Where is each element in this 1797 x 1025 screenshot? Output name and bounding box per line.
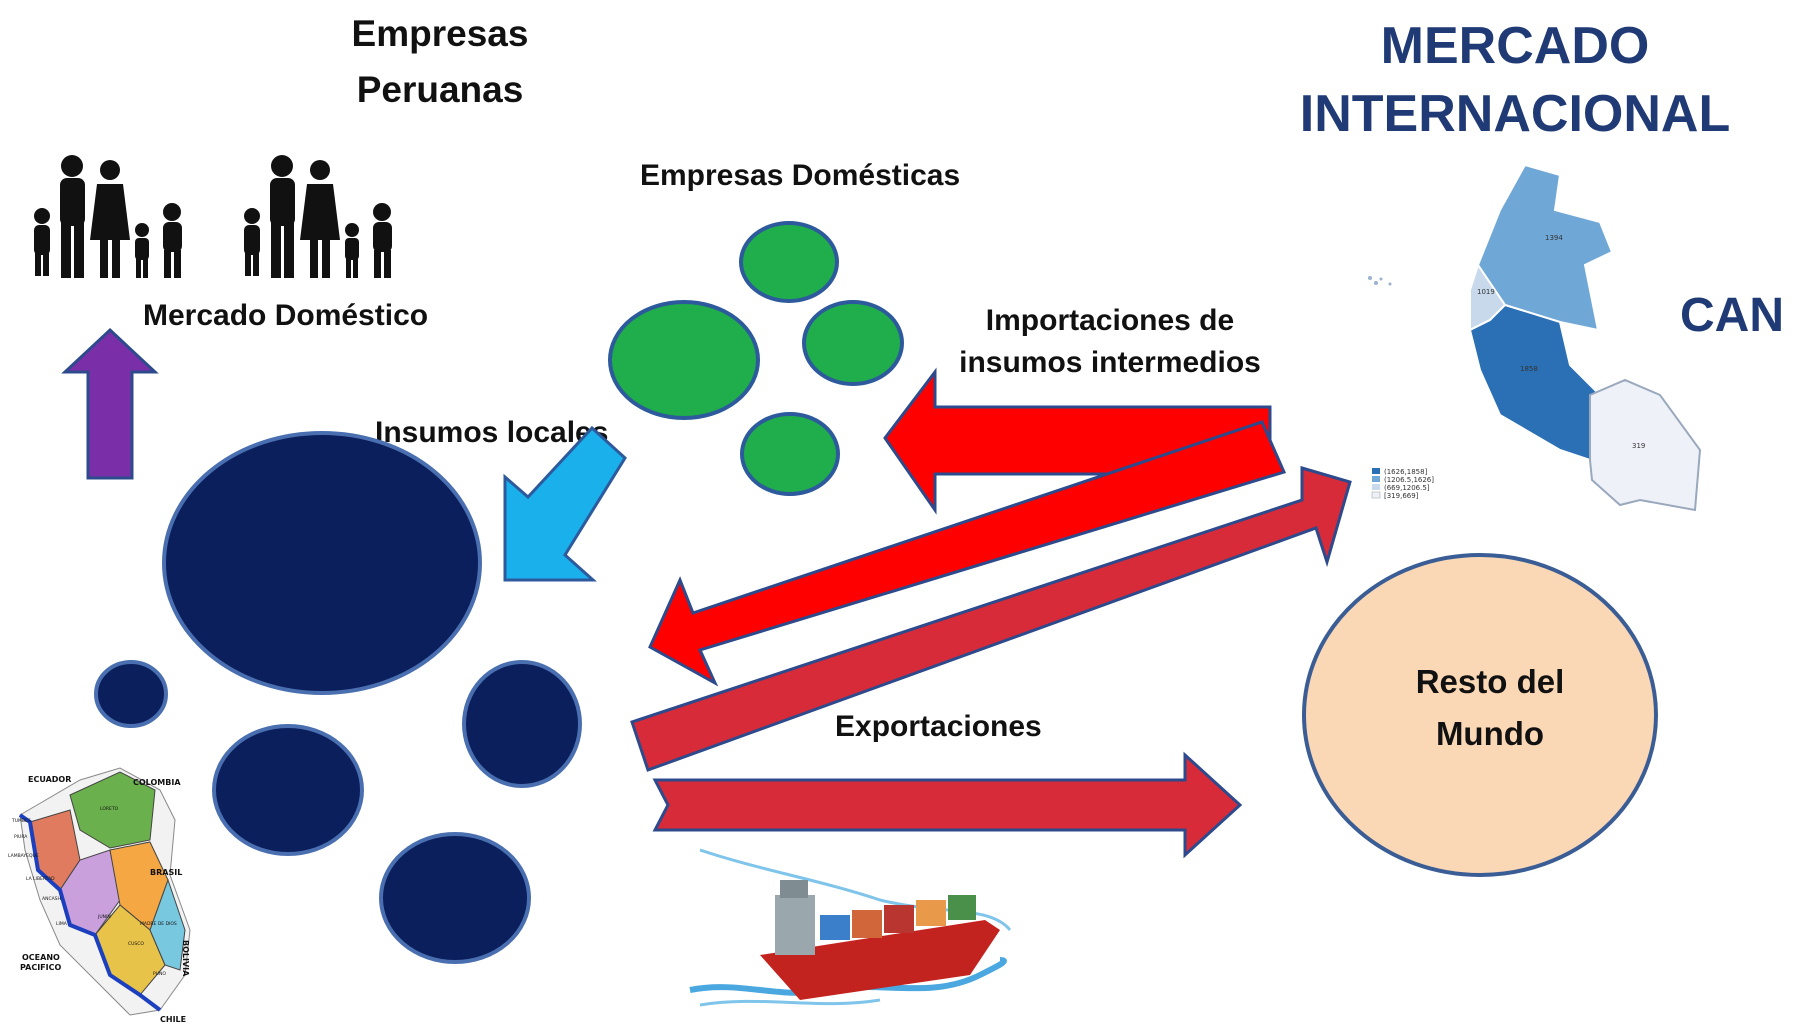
can-value-bolivia: 319: [1632, 442, 1645, 450]
imports-diagonal-arrow: [648, 420, 1287, 687]
peru-label-brasil: BRASIL: [150, 868, 182, 877]
dept-tumbes: TUMBES: [11, 818, 31, 824]
legend-1: (1626,1858]: [1384, 468, 1428, 476]
resto-line2: Mundo: [1436, 715, 1544, 752]
navy-firm-bottom: [379, 832, 531, 964]
can-value-ecuador: 1019: [1477, 288, 1495, 296]
exports-diagonal-arrow: [630, 466, 1352, 772]
green-firm-4: [740, 412, 840, 496]
ship-hull: [760, 920, 1000, 1000]
insumos-locales-arrow: [503, 425, 627, 582]
mercado-domestico-label: Mercado Doméstico: [143, 299, 429, 332]
peru-label-oceano: OCEANO: [22, 953, 60, 962]
mercado-title-line2: INTERNACIONAL: [1299, 85, 1731, 143]
resto-del-mundo-circle: [1302, 553, 1658, 877]
cargo-ship-image: [689, 848, 1012, 1007]
dept-lima: LIMA: [56, 921, 68, 927]
importaciones-label: Importaciones de insumos intermedios: [950, 300, 1270, 384]
peru-label-ecuador: ECUADOR: [28, 775, 71, 784]
can-choropleth-map: [1468, 163, 1702, 512]
dept-la-libertad: LA LIBERTAD: [26, 876, 55, 882]
navy-firm-middle: [212, 724, 364, 856]
exportaciones-arrow: [652, 751, 1243, 859]
bolivia-shape: [1589, 378, 1702, 512]
dept-ancash: ANCASH: [42, 896, 61, 902]
peru-label-chile: CHILE: [160, 1015, 186, 1024]
empresas-domesticas-label: Empresas Domésticas: [640, 159, 961, 192]
peru-label-bolivia: BOLIVIA: [181, 940, 190, 977]
can-map-legend: (1626,1858] (1206.5,1626] (669,1206.5] […: [1371, 468, 1434, 500]
peruvian-firms: [94, 431, 582, 964]
exportaciones-label: Exportaciones: [835, 710, 1042, 743]
mercado-internacional-title: MERCADO INTERNACIONAL: [1290, 12, 1740, 148]
green-firm-1: [739, 221, 839, 303]
can-value-colombia: 1394: [1545, 234, 1563, 242]
resto-line1: Resto del: [1416, 663, 1565, 700]
dept-puno: PUNO: [153, 971, 166, 977]
peru-departments-map: [18, 767, 191, 1016]
navy-firm-right: [462, 660, 582, 788]
colombia-shape: [1476, 163, 1614, 332]
importaciones-line2: insumos intermedios: [959, 346, 1261, 379]
peru-map-labels: ECUADOR COLOMBIA BRASIL OCEANO PACIFICO …: [8, 775, 190, 1024]
family-icon-2: [244, 155, 392, 278]
navy-firm-large: [162, 431, 482, 695]
green-firm-3: [802, 300, 904, 386]
dept-loreto: LORETO: [100, 806, 119, 812]
peru-label-colombia: COLOMBIA: [133, 778, 181, 787]
legend-4: [319,669]: [1384, 492, 1419, 500]
insumos-locales-label: Insumos locales: [375, 416, 609, 449]
legend-2: (1206.5,1626]: [1384, 476, 1434, 484]
can-map-values: 1394 1019 1858 319: [1477, 234, 1645, 450]
empresas-title-line2: Peruanas: [356, 69, 524, 110]
empresas-peruanas-title: Empresas Peruanas: [310, 6, 570, 118]
legend-3: (669,1206.5]: [1384, 484, 1430, 492]
green-firm-2: [608, 300, 760, 420]
can-value-peru: 1858: [1520, 365, 1538, 373]
dept-piura: PIURA: [14, 834, 28, 840]
dept-junin: JUNIN: [97, 914, 111, 920]
mercado-title-line1: MERCADO: [1380, 17, 1650, 75]
family-icon-1: [34, 155, 182, 278]
dept-lambayeque: LAMBAYEQUE: [8, 853, 39, 859]
importaciones-line1: Importaciones de: [985, 304, 1235, 337]
dept-cusco: CUSCO: [128, 941, 144, 947]
can-label: CAN: [1680, 289, 1784, 342]
family-group-left: [34, 155, 392, 278]
domestic-firms: [608, 221, 904, 496]
navy-firm-small: [94, 660, 168, 728]
peru-label-pacifico: PACIFICO: [20, 963, 61, 972]
peru-shape: [1468, 303, 1602, 462]
empresas-title-line1: Empresas: [351, 13, 529, 54]
purple-up-arrow: [61, 327, 159, 480]
dept-madre-de-dios: MADRE DE DIOS: [140, 921, 177, 927]
galapagos-islands: [1368, 276, 1392, 286]
